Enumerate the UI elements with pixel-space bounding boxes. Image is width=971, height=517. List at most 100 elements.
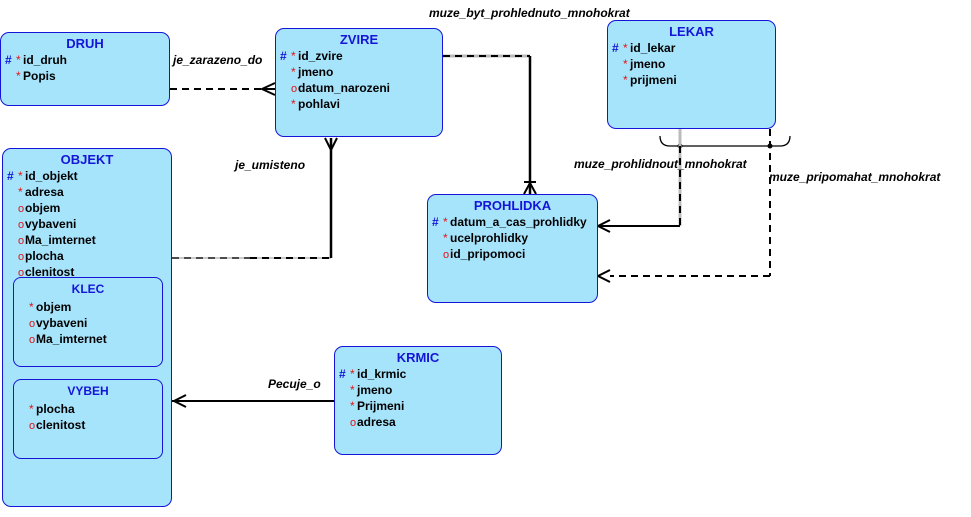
attribute-list: #*id_druh*Popis bbox=[1, 52, 169, 84]
crowfoot-many-icon bbox=[324, 137, 338, 153]
relationship-label: muze_byt_prohlednuto_mnohokrat bbox=[429, 6, 630, 20]
primary-key-marker-icon: # bbox=[280, 49, 287, 63]
mandatory-marker-icon: * bbox=[16, 69, 21, 83]
entity-lekar[interactable]: LEKAR #*id_lekar*jmeno*prijmeni bbox=[607, 20, 776, 129]
attribute-name: adresa bbox=[357, 415, 396, 429]
attribute-row[interactable]: *Popis bbox=[1, 68, 169, 84]
crowfoot-many-icon bbox=[523, 180, 537, 195]
attribute-row[interactable]: *Prijmeni bbox=[335, 398, 501, 414]
attribute-name: datum_narozeni bbox=[298, 81, 391, 95]
crowfoot-many-icon bbox=[259, 82, 276, 96]
primary-key-marker-icon: # bbox=[339, 367, 346, 381]
attribute-name: id_zvire bbox=[298, 49, 343, 63]
mandatory-marker-icon: * bbox=[18, 185, 23, 199]
relationship-pecuje-o-line bbox=[171, 394, 334, 408]
optional-marker-icon: o bbox=[29, 420, 36, 432]
attribute-row[interactable]: # *id_zvire bbox=[276, 48, 442, 64]
attribute-name: vybaveni bbox=[25, 217, 77, 231]
relationship-muze-prohlidnout-line bbox=[595, 129, 682, 233]
attribute-name: adresa bbox=[25, 185, 64, 199]
entity-title: KRMIC bbox=[396, 350, 440, 365]
attribute-row[interactable]: *pohlavi bbox=[276, 96, 442, 112]
entity-title: OBJEKT bbox=[60, 152, 114, 167]
attribute-row[interactable]: #*id_lekar bbox=[608, 40, 775, 56]
crowfoot-many-icon bbox=[171, 394, 187, 408]
attribute-name: clenitost bbox=[25, 265, 75, 279]
attribute-row[interactable]: *objem bbox=[14, 299, 162, 315]
mandatory-marker-icon: * bbox=[29, 402, 34, 416]
optional-marker-icon: o bbox=[350, 417, 357, 429]
attribute-row[interactable]: *ucelprohlidky bbox=[428, 230, 597, 246]
mandatory-marker-icon: * bbox=[350, 383, 355, 397]
attribute-row[interactable]: #*id_krmic bbox=[335, 366, 501, 382]
crowfoot-many-icon bbox=[595, 219, 611, 233]
attribute-row[interactable]: *jmeno bbox=[335, 382, 501, 398]
optional-marker-icon: o bbox=[291, 83, 298, 95]
attribute-row[interactable]: #*id_druh bbox=[1, 52, 169, 68]
attribute-row[interactable]: *plocha bbox=[14, 401, 162, 417]
optional-marker-icon: o bbox=[18, 219, 25, 231]
relationship-label: Pecuje_o bbox=[268, 377, 321, 391]
attribute-name: plocha bbox=[36, 402, 75, 416]
entity-title: ZVIRE bbox=[339, 32, 379, 47]
primary-key-marker-icon: # bbox=[5, 53, 12, 67]
attribute-name: id_lekar bbox=[630, 41, 676, 55]
attribute-row[interactable]: #*datum_a_cas_prohlidky bbox=[428, 214, 597, 230]
attribute-name: id_druh bbox=[23, 53, 67, 67]
entity-title: PROHLIDKA bbox=[473, 198, 552, 213]
mandatory-marker-icon: * bbox=[291, 49, 296, 63]
mandatory-marker-icon: * bbox=[29, 300, 34, 314]
mandatory-marker-icon: * bbox=[291, 65, 296, 79]
entity-druh[interactable]: DRUH #*id_druh*Popis bbox=[0, 32, 170, 106]
crowfoot-many-icon bbox=[595, 269, 611, 283]
attribute-row[interactable]: #*id_objekt bbox=[3, 168, 171, 184]
relationship-muze-pripomahat-line bbox=[595, 129, 771, 283]
mandatory-marker-icon: * bbox=[350, 399, 355, 413]
primary-key-marker-icon: # bbox=[612, 41, 619, 55]
attribute-name: clenitost bbox=[36, 418, 86, 432]
attribute-row[interactable]: *jmeno bbox=[276, 64, 442, 80]
mandatory-marker-icon: * bbox=[350, 367, 355, 381]
entity-title: LEKAR bbox=[669, 24, 714, 39]
entity-prohlidka[interactable]: PROHLIDKA #*datum_a_cas_prohlidky*ucelpr… bbox=[427, 194, 598, 303]
attribute-name: vybaveni bbox=[36, 316, 88, 330]
subtype-title: VYBEH bbox=[67, 384, 109, 398]
optional-marker-icon: o bbox=[18, 203, 25, 215]
optional-marker-icon: o bbox=[18, 251, 25, 263]
attribute-row[interactable]: *jmeno bbox=[608, 56, 775, 72]
attribute-row[interactable]: *prijmeni bbox=[608, 72, 775, 88]
attribute-name: ucelprohlidky bbox=[450, 231, 529, 245]
attribute-name: Ma_imternet bbox=[25, 233, 96, 247]
mandatory-marker-icon: * bbox=[443, 215, 448, 229]
attribute-name: id_objekt bbox=[25, 169, 78, 183]
attribute-name: pohlavi bbox=[298, 97, 341, 111]
attribute-row[interactable]: *adresa bbox=[3, 184, 171, 200]
relationship-label: muze_pripomahat_mnohokrat bbox=[769, 170, 941, 184]
relationship-je-umisteno-line bbox=[172, 137, 338, 259]
mandatory-marker-icon: * bbox=[623, 73, 628, 87]
subtype-title: KLEC bbox=[71, 282, 105, 296]
primary-key-marker-icon: # bbox=[432, 215, 439, 229]
attribute-name: jmeno bbox=[630, 57, 666, 71]
attribute-name: Prijmeni bbox=[357, 399, 405, 413]
attribute-name: prijmeni bbox=[630, 73, 677, 87]
